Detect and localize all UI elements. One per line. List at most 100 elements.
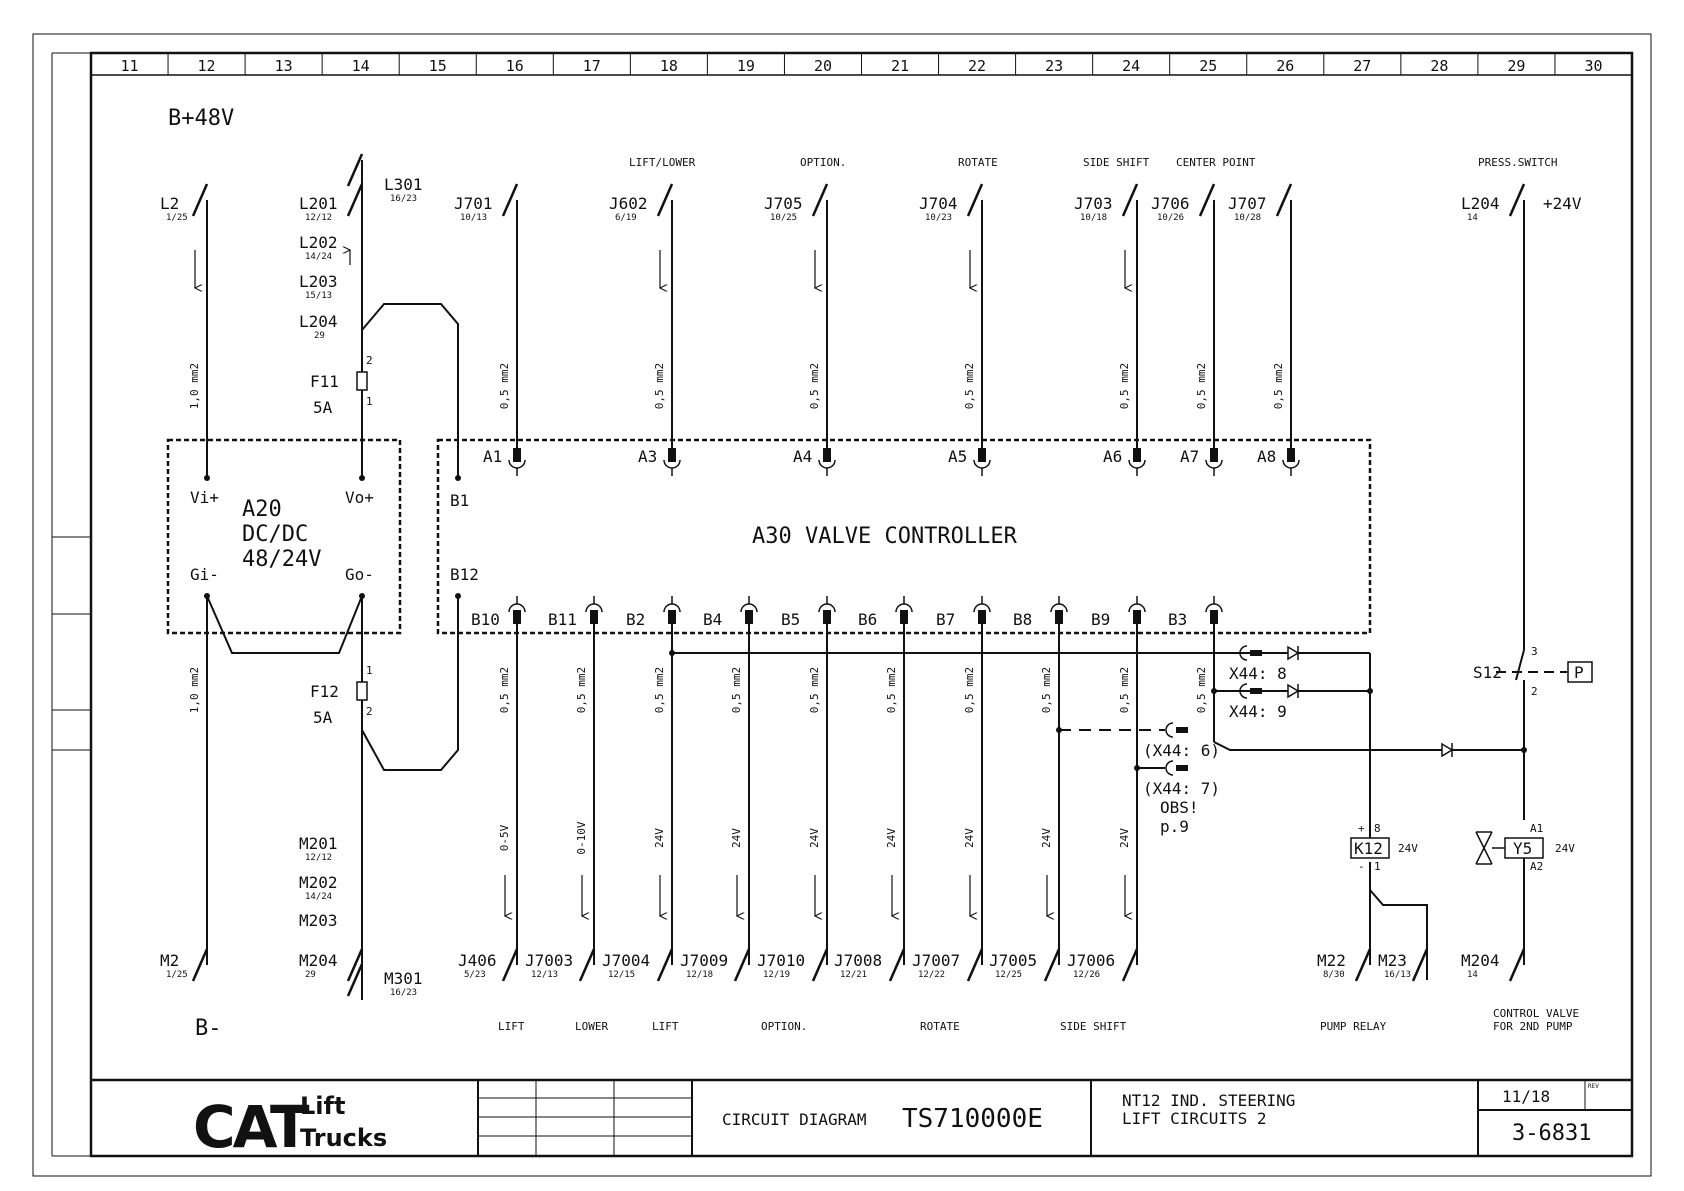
connector-ref: 12/18 (686, 970, 713, 980)
voltage-label: 24V (653, 828, 666, 848)
connector-name: L301 (384, 175, 423, 194)
column-number: 12 (198, 57, 216, 75)
connector-name: J706 (1151, 194, 1190, 213)
wire-size-thin: 0,5 mm2 (498, 363, 511, 409)
switch-pin-top: 3 (1531, 645, 1538, 658)
column-number: 30 (1584, 57, 1602, 75)
m202-name: M202 (299, 873, 338, 892)
bottom-label-lift-2: LIFT (652, 1020, 679, 1033)
connector-ref: 16/23 (390, 194, 417, 204)
connector-ref: 1/25 (166, 970, 188, 980)
fuse-f11-name: F11 (310, 372, 339, 391)
bottom-label-pump-relay: PUMP RELAY (1320, 1020, 1387, 1033)
obs-label: OBS! (1160, 798, 1199, 817)
x44-6-label: (X44: 6) (1143, 741, 1220, 760)
connector-name: M204 (299, 951, 338, 970)
converter-name: A20 (242, 497, 282, 522)
connector-name: J602 (609, 194, 648, 213)
diagram-label: CIRCUIT DIAGRAM (722, 1110, 867, 1129)
connector-slash (578, 948, 596, 982)
connector-name: J406 (458, 951, 497, 970)
voltage-label: 24V (963, 828, 976, 848)
connector-name: M301 (384, 969, 423, 988)
label-side-shift: SIDE SHIFT (1083, 156, 1150, 169)
connector-name: J7009 (680, 951, 728, 970)
pin-gi-minus: Gi- (190, 565, 219, 584)
controller-bottom-pin: B6 (858, 610, 877, 629)
document-number: 3-6831 (1512, 1121, 1591, 1146)
m201-name: M201 (299, 834, 338, 853)
l204-name: L204 (299, 312, 338, 331)
connector-slash (1508, 183, 1526, 217)
m201-ref: 12/12 (305, 853, 332, 863)
connector-slash (733, 948, 751, 982)
relay-pin-top: 8 (1374, 822, 1381, 835)
bottom-label-option: OPTION. (761, 1020, 807, 1033)
connector-ref: 16/13 (1384, 970, 1411, 980)
column-number: 13 (275, 57, 293, 75)
logo-lift: Lift (300, 1092, 345, 1120)
wire-size-thin: 0,5 mm2 (1118, 667, 1131, 713)
controller-top-pin: A4 (793, 447, 812, 466)
wire-size-thin: 0,5 mm2 (808, 667, 821, 713)
wire-size-thin: 0,5 mm2 (963, 667, 976, 713)
connector-ref: 12/21 (840, 970, 867, 980)
bottom-label-for-2nd-pump: FOR 2ND PUMP (1493, 1020, 1573, 1033)
voltage-label: 0-5V (498, 824, 511, 851)
fuse-f11-pin-b: 1 (366, 395, 373, 408)
connector-slash (966, 183, 984, 217)
l203-name: L203 (299, 272, 338, 291)
x44-7-label: (X44: 7) (1143, 779, 1220, 798)
switch-name: S12 (1473, 663, 1502, 682)
column-number: 19 (737, 57, 755, 75)
pin-plug (1210, 448, 1218, 462)
fuse-f12-pin-a: 1 (366, 664, 373, 677)
column-number: 14 (352, 57, 370, 75)
voltage-label: 24V (1040, 828, 1053, 848)
fuse-f11-rating: 5A (313, 398, 333, 417)
connector-slash (1354, 948, 1372, 982)
connector-slash (656, 948, 674, 982)
sheet-frame (32, 33, 1652, 1177)
connector-ref: 12/26 (1073, 970, 1100, 980)
desc-line-1: NT12 IND. STEERING (1122, 1091, 1295, 1110)
connector-ref: 6/19 (615, 213, 637, 223)
connector-ref: 10/18 (1080, 213, 1107, 223)
connector-ref: 12/12 (305, 213, 332, 223)
pin-plug (513, 448, 521, 462)
connector-slash (1275, 183, 1293, 217)
column-number: 28 (1430, 57, 1448, 75)
column-number: 27 (1353, 57, 1371, 75)
x44-8-label: X44: 8 (1229, 664, 1287, 683)
controller-bottom-pin: B11 (548, 610, 577, 629)
column-number: 23 (1045, 57, 1063, 75)
control-valve-y5: Y5 24V A1 A2 (1475, 822, 1575, 873)
pin-b1: B1 (450, 491, 469, 510)
wire-size-thin: 0,5 mm2 (1195, 667, 1208, 713)
controller-bottom-pin: B9 (1091, 610, 1110, 629)
connector-name: M204 (1461, 951, 1500, 970)
label-press-switch: PRESS.SWITCH (1478, 156, 1557, 169)
wire-size-thin: 0,5 mm2 (730, 667, 743, 713)
title-block: CAT Lift Trucks CIRCUIT DIAGRAM TS710000… (91, 1078, 1632, 1161)
valve-name: Y5 (1513, 839, 1532, 858)
controller-top-pin: A8 (1257, 447, 1276, 466)
wire-size-thin: 0,5 mm2 (1040, 667, 1053, 713)
connector-slash (191, 948, 209, 982)
connector-name: J705 (764, 194, 803, 213)
bottom-label-rotate: ROTATE (920, 1020, 960, 1033)
connector-slash (346, 963, 364, 997)
pin-vi-plus: Vi+ (190, 488, 219, 507)
label-rotate: ROTATE (958, 156, 998, 169)
bottom-group-labels: LIFT LOWER LIFT OPTION. ROTATE SIDE SHIF… (498, 1007, 1579, 1033)
connector-ref: 12/15 (608, 970, 635, 980)
pin-plug (590, 610, 598, 624)
connector-slash (811, 948, 829, 982)
connector-ref: 5/23 (464, 970, 486, 980)
voltage-label: 24V (1118, 828, 1131, 848)
connector-slash (1121, 948, 1139, 982)
connector-slash (1198, 183, 1216, 217)
top-group-labels: LIFT/LOWER OPTION. ROTATE SIDE SHIFT CEN… (629, 156, 1557, 169)
connector-ref: 1/25 (166, 213, 188, 223)
column-number: 22 (968, 57, 986, 75)
